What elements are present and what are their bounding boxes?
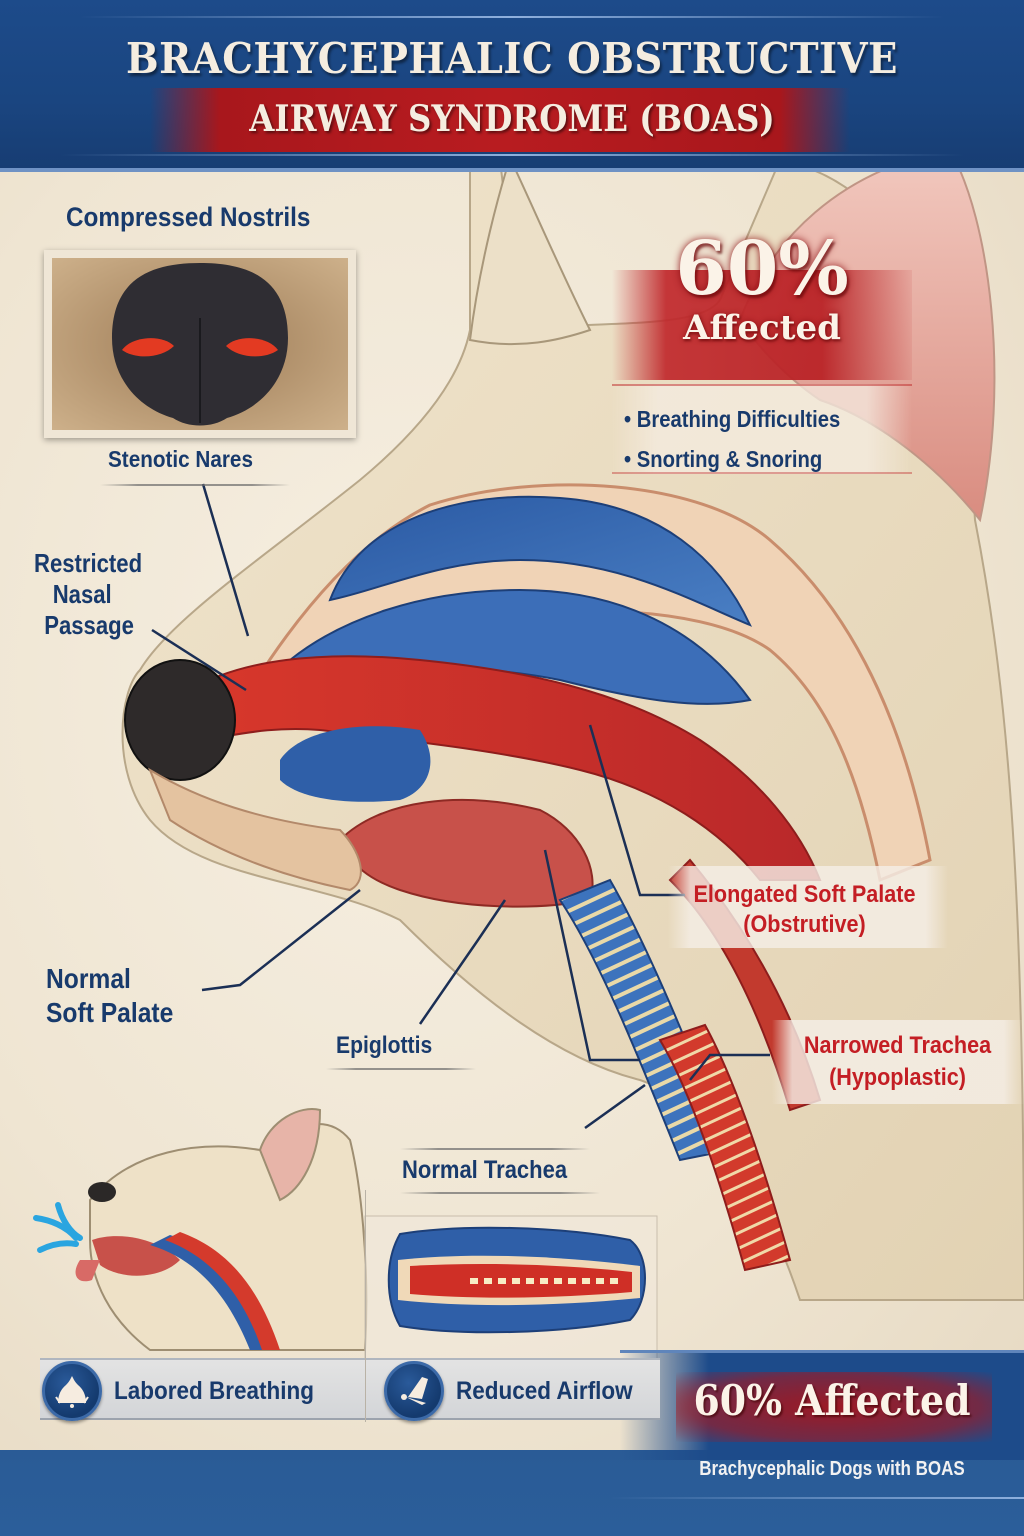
stat-card: 60% Affected Breathing Difficulties Snor… [612, 222, 912, 474]
nasal-turbinate-upper [328, 495, 752, 627]
epiglottis-label: Epiglottis [336, 1032, 433, 1059]
footer-rule [610, 1497, 1024, 1499]
footer-stat: 60% Affected [693, 1376, 971, 1425]
nostril-photo-frame [44, 250, 356, 438]
narrowed-trachea-callout [772, 1020, 1024, 1104]
stat-red-band [612, 270, 912, 380]
narrowed-trachea-label: Narrowed Trachea (Hypoplastic) [803, 1032, 992, 1091]
title-red-band [150, 88, 850, 152]
normal-trachea-label: Normal Trachea [402, 1156, 568, 1184]
header-banner: BRACHYCEPHALIC OBSTRUCTIVE AIRWAY SYNDRO… [0, 0, 1024, 172]
symptom-list: Breathing Difficulties Snorting & Snorin… [612, 384, 912, 474]
trachea-inset [364, 1215, 658, 1387]
elongated-soft-palate-label: Elongated Soft Palate (Obstrutive) [693, 881, 916, 938]
feature-reduced-airflow: Reduced Airflow [384, 1360, 652, 1422]
feature-divider [365, 1190, 366, 1422]
restricted-nasal-passage-label: Restricted Nasal Passage [34, 548, 143, 640]
nostril-photo [52, 258, 348, 430]
small-dog-illustration [33, 1108, 368, 1351]
nostril-inset-title: Compressed Nostrils [66, 202, 311, 232]
stat-affected-label: Affected [683, 308, 841, 348]
stenotic-nares-label: Stenotic Nares [108, 446, 253, 472]
feature-label: Labored Breathing [114, 1376, 315, 1405]
header-rule-bottom [60, 154, 964, 156]
muzzle [147, 767, 362, 892]
symptom-item: Snorting & Snoring [624, 436, 877, 476]
lungs-icon [42, 1361, 102, 1421]
page-title-line2: AIRWAY SYNDROME (BOAS) [249, 98, 775, 140]
footer-stat-red-glow [676, 1372, 992, 1442]
feature-labored-breathing: Labored Breathing [42, 1360, 336, 1422]
stat-percent: 60% [675, 226, 849, 312]
normal-trachea-overline [400, 1148, 590, 1150]
feature-label: Reduced Airflow [456, 1376, 633, 1405]
feature-bar: Labored Breathing Reduced Airflow [40, 1190, 660, 1422]
left-ear [468, 170, 592, 346]
footer-band [0, 1450, 1024, 1536]
normal-trachea-underline [400, 1192, 600, 1194]
oral-cavity-blue [280, 726, 431, 802]
epiglottis-underline [326, 1068, 476, 1070]
airflow-icon [384, 1361, 444, 1421]
page-title-line1: BRACHYCEPHALIC OBSTRUCTIVE [126, 34, 898, 83]
dog-nose [124, 659, 236, 781]
header-rule-top [80, 16, 944, 18]
trachea-narrowed [658, 1023, 792, 1272]
nose-closeup-icon [52, 258, 348, 430]
elongated-soft-palate-callout [668, 866, 948, 948]
breath-puff-icon [33, 1202, 83, 1253]
normal-soft-palate-label: Normal Soft Palate [46, 963, 174, 1028]
footer-caption: Brachycephalic Dogs with BOAS [699, 1458, 965, 1480]
symptom-item: Breathing Difficulties [624, 396, 877, 436]
stenotic-nares-underline [100, 484, 290, 486]
